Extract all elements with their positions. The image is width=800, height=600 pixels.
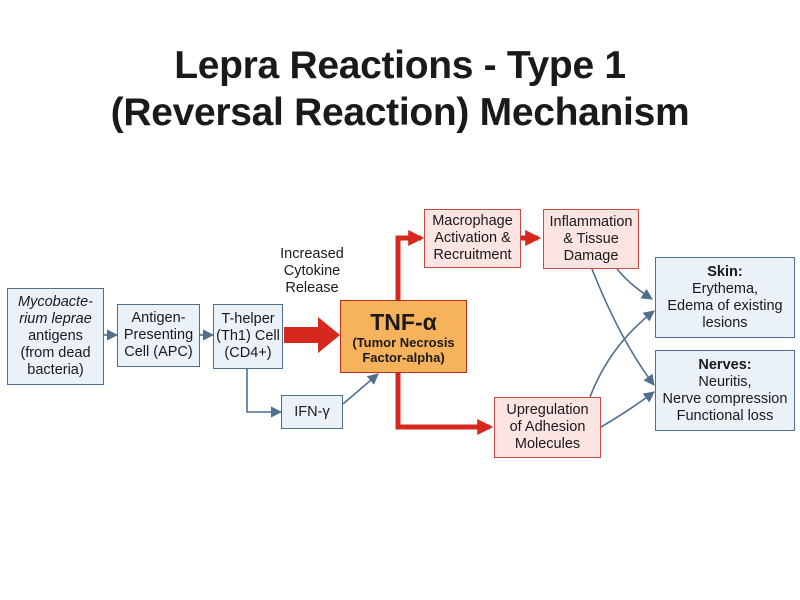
antigens-line-4: (from dead bbox=[20, 345, 91, 361]
nerves-line-1: Neuritis, bbox=[698, 373, 752, 390]
tnf-sub-line-1: (Tumor Necrosis bbox=[352, 334, 455, 350]
inflammation-line-3: Damage bbox=[563, 247, 619, 264]
arrow-adhesion-to-skin bbox=[589, 310, 655, 398]
skin-line-2: Edema of existing bbox=[667, 297, 783, 314]
macrophage-line-2: Activation & bbox=[434, 230, 511, 246]
nerves-heading: Nerves: bbox=[698, 356, 752, 373]
th1-line-2: (Th1) Cell bbox=[216, 328, 280, 344]
skin-line-1: Erythema, bbox=[691, 280, 759, 297]
cytokine-line-2: Cytokine bbox=[283, 263, 341, 279]
apc-line-2: Presenting bbox=[123, 327, 194, 343]
th1-line-3: (CD4+) bbox=[224, 345, 272, 361]
node-tnf-alpha: TNF-α (Tumor Necrosis Factor-alpha) bbox=[340, 300, 467, 373]
apc-line-3: Cell (APC) bbox=[124, 344, 193, 360]
page-title-line-2: (Reversal Reaction) Mechanism bbox=[110, 91, 690, 134]
skin-line-3: lesions bbox=[702, 314, 748, 331]
node-inflammation-tissue-damage: Inflammation & Tissue Damage bbox=[543, 209, 639, 269]
antigens-line-3: antigens bbox=[28, 328, 83, 344]
nerves-line-2: Nerve compression bbox=[662, 390, 788, 407]
node-th1-cell: T-helper (Th1) Cell (CD4+) bbox=[213, 304, 283, 369]
arrow-ifn-to-tnf bbox=[342, 373, 379, 405]
arrow-adhesion-to-nerves bbox=[600, 391, 655, 428]
cytokine-line-3: Release bbox=[285, 280, 339, 296]
adhesion-line-3: Molecules bbox=[514, 436, 581, 452]
apc-line-1: Antigen- bbox=[131, 310, 186, 326]
node-nerves-outcome: Nerves: Neuritis, Nerve compression Func… bbox=[655, 350, 795, 431]
antigens-line-5: bacteria) bbox=[27, 362, 84, 378]
arrow-tnf-to-macrophage bbox=[395, 229, 425, 300]
adhesion-line-1: Upregulation bbox=[506, 402, 589, 418]
node-adhesion-molecules: Upregulation of Adhesion Molecules bbox=[494, 397, 601, 458]
cytokine-release-label: Increased Cytokine Release bbox=[262, 246, 362, 297]
arrow-th1-to-tnf bbox=[284, 317, 340, 353]
arrow-th1-to-ifn bbox=[246, 369, 283, 418]
adhesion-line-2: of Adhesion bbox=[509, 419, 586, 435]
node-ifn-gamma: IFN-γ bbox=[281, 395, 343, 429]
node-antigen-presenting-cell: Antigen- Presenting Cell (APC) bbox=[117, 304, 200, 367]
macrophage-line-1: Macrophage bbox=[432, 213, 513, 229]
tnf-main-label: TNF-α bbox=[370, 308, 437, 335]
node-mycobacterium-antigens: Mycobacte- rium leprae antigens (from de… bbox=[7, 288, 104, 385]
inflammation-line-1: Inflammation bbox=[549, 213, 633, 230]
skin-heading: Skin: bbox=[707, 263, 743, 280]
arrow-inflammation-to-skin bbox=[616, 268, 653, 300]
antigens-line-1: Mycobacte- bbox=[18, 294, 93, 310]
arrow-tnf-to-adhesion bbox=[395, 373, 494, 436]
tnf-sub-line-2: Factor-alpha) bbox=[362, 349, 445, 365]
arrow-inflammation-to-nerves bbox=[591, 268, 655, 386]
node-macrophage-activation: Macrophage Activation & Recruitment bbox=[424, 209, 521, 268]
cytokine-line-1: Increased bbox=[280, 246, 344, 262]
antigens-line-2: rium leprae bbox=[19, 311, 92, 327]
th1-line-1: T-helper bbox=[221, 311, 275, 327]
node-skin-outcome: Skin: Erythema, Edema of existing lesion… bbox=[655, 257, 795, 338]
ifn-label: IFN-γ bbox=[294, 403, 330, 420]
macrophage-line-3: Recruitment bbox=[433, 247, 512, 263]
inflammation-line-2: & Tissue bbox=[563, 230, 619, 247]
nerves-line-3: Functional loss bbox=[676, 407, 774, 424]
page-title-line-1: Lepra Reactions - Type 1 bbox=[174, 44, 626, 87]
